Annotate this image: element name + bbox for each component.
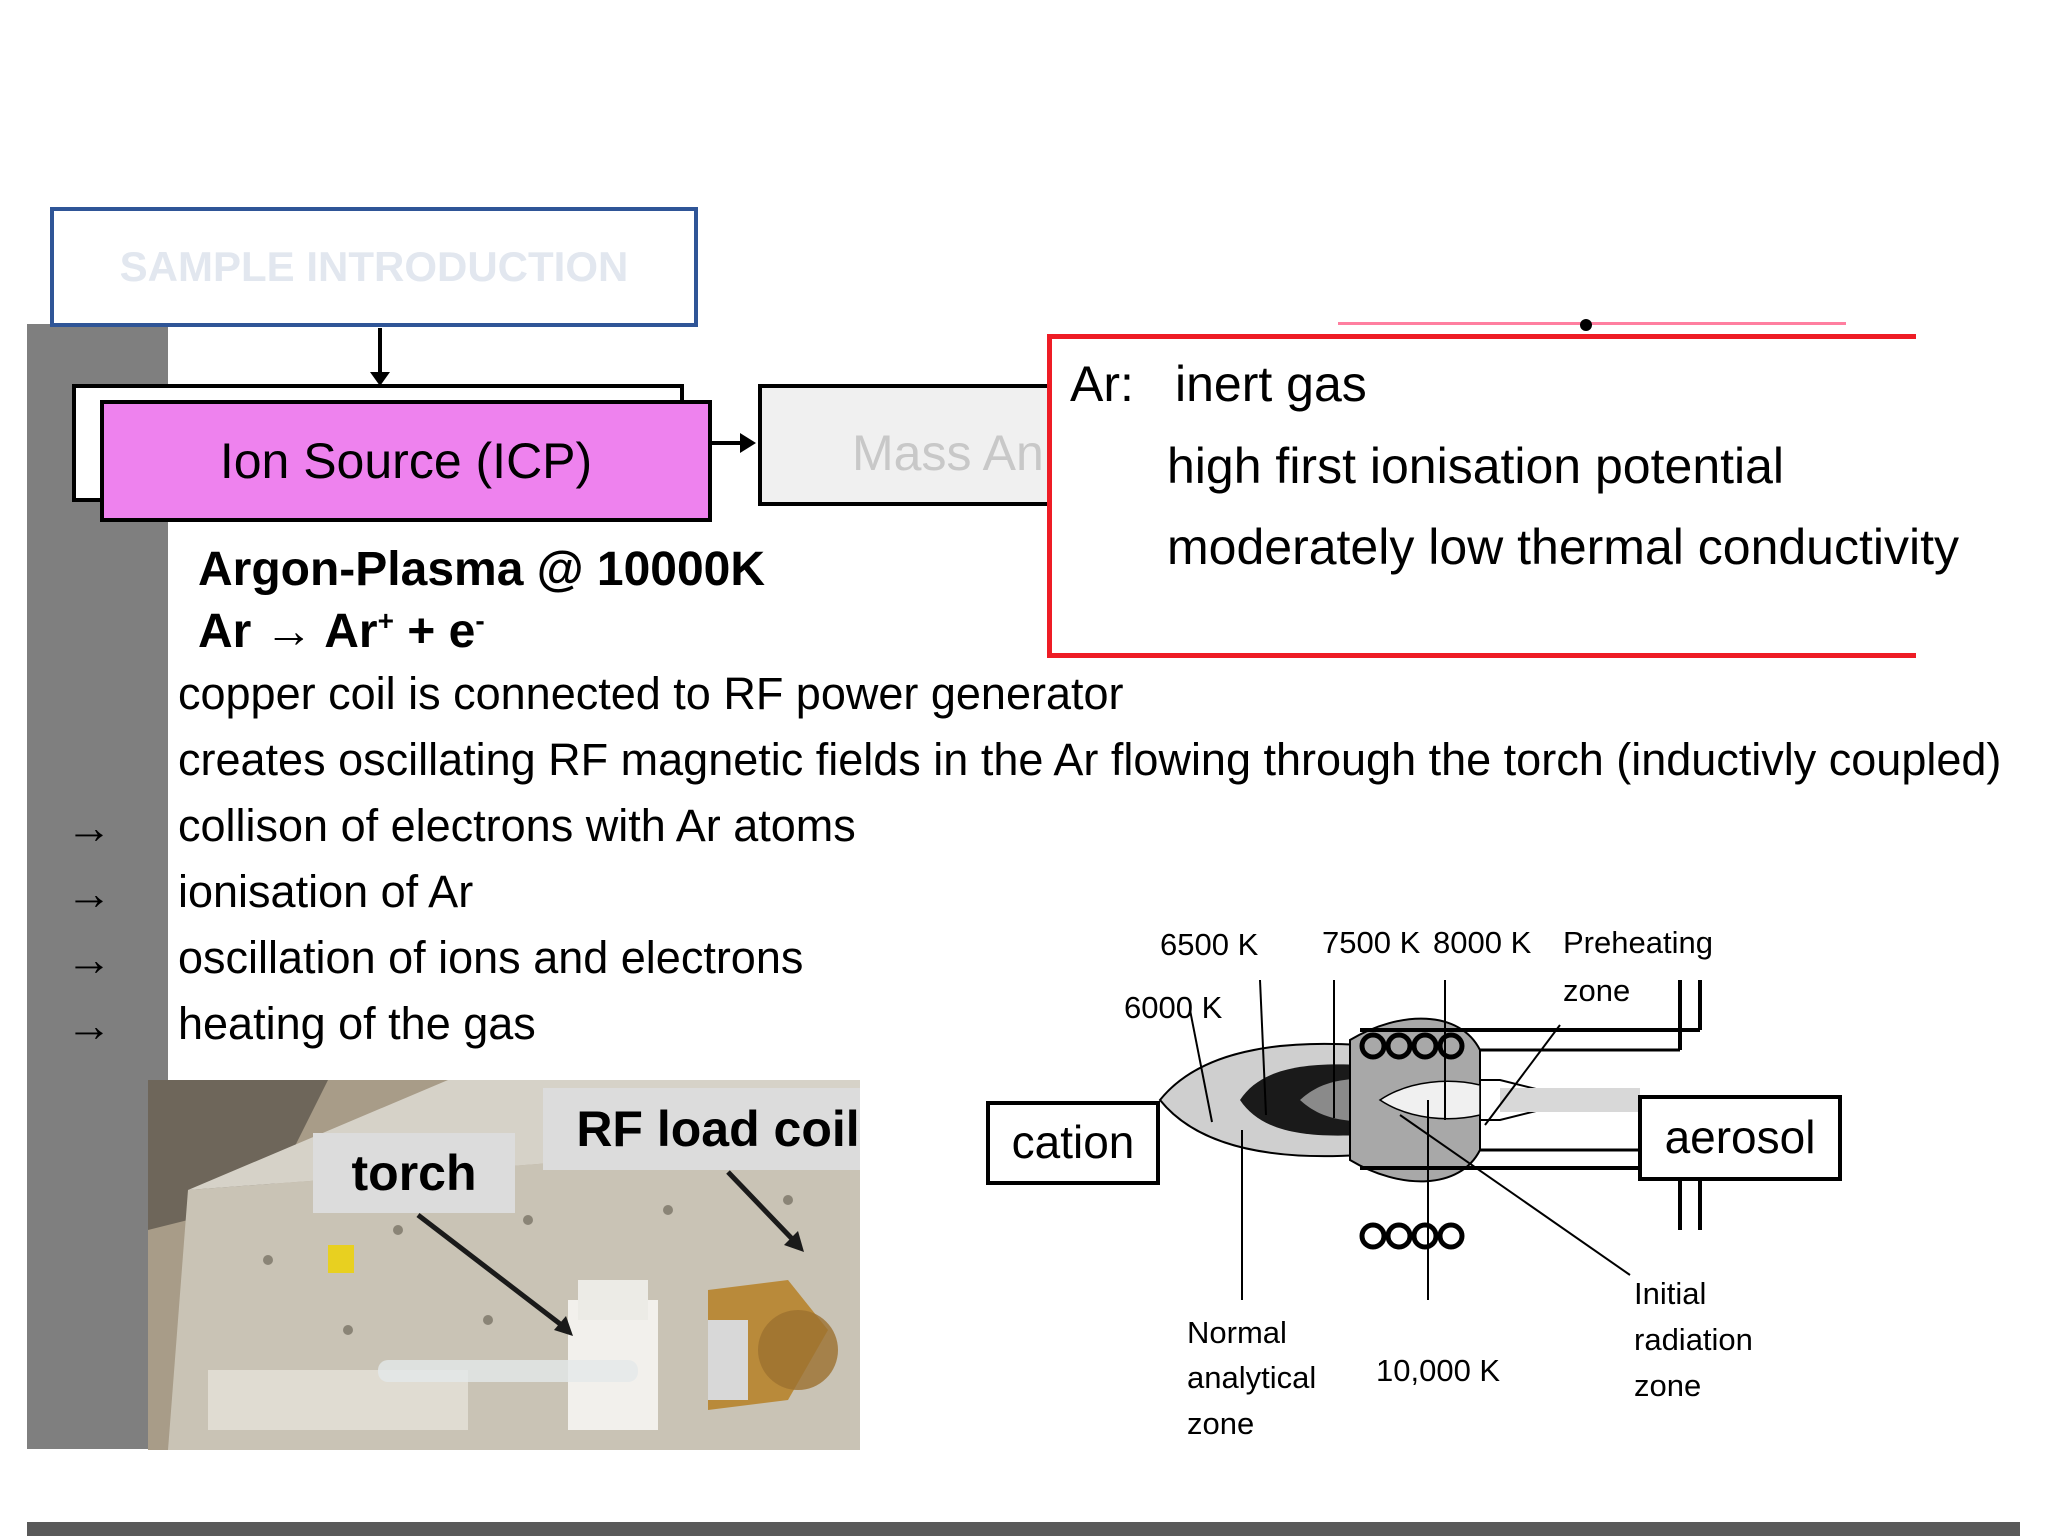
arrow-bullet-icon: → (66, 999, 112, 1051)
torch-label: torch (313, 1133, 515, 1213)
normal-analytical-label: analytical (1187, 1360, 1316, 1395)
initial-radiation-label: zone (1634, 1368, 1701, 1403)
equation-electron: + e (407, 605, 476, 658)
equation-ion: Ar (324, 605, 378, 658)
bottom-bar (27, 1522, 2020, 1536)
mass-analyzer-box: Mass An (758, 384, 1058, 506)
sample-introduction-label: SAMPLE INTRODUCTION (119, 243, 629, 290)
mass-analyzer-label: Mass An (852, 425, 1044, 481)
equation-ion-charge: + (377, 605, 394, 636)
equation-arrow: → (264, 605, 313, 658)
leader-lines (1189, 979, 1631, 1300)
arrow-down-icon (370, 372, 390, 386)
preheating-label: zone (1563, 973, 1630, 1008)
body-text-line: collison of electrons with Ar atoms (178, 800, 856, 851)
preheating-channel (1378, 1080, 1481, 1120)
argon-label: Ar: (1070, 356, 1134, 412)
body-text-line: ionisation of Ar (178, 866, 474, 917)
body-text-line: copper coil is connected to RF power gen… (178, 668, 1124, 719)
ion-source-box: Ion Source (ICP) (100, 400, 712, 522)
equation-electron-charge: - (475, 605, 485, 636)
arrow-bullet-icon: → (66, 801, 112, 853)
argon-property: inert gas (1175, 356, 1367, 412)
aerosol-box (1638, 1095, 1842, 1181)
body-text-line: heating of the gas (178, 998, 536, 1049)
cation-label: cation (1012, 1116, 1135, 1168)
icp-torch-diagram: cation aerosol 6500 K 7500 K 8000 K Preh… (986, 925, 1842, 1441)
temp-label-10000: 10,000 K (1376, 1353, 1500, 1388)
argon-property: high first ionisation potential (1167, 438, 1785, 494)
temp-label-8000: 8000 K (1433, 925, 1532, 960)
torch-photo: torch RF load coil (148, 1080, 860, 1450)
normal-analytical-label: zone (1187, 1406, 1254, 1441)
injector-fill (1500, 1088, 1640, 1112)
rf-load-coil-label: RF load coil (543, 1088, 860, 1170)
plasma-heading: Argon-Plasma @ 10000K (198, 543, 766, 596)
argon-properties-callout (1047, 334, 1916, 658)
initial-radiation-label: Initial (1634, 1276, 1706, 1311)
arrow-bullet-icon: → (66, 867, 112, 919)
argon-property: moderately low thermal conductivity (1167, 519, 1959, 575)
aerosol-label: aerosol (1665, 1111, 1816, 1163)
ionisation-equation: Ar → Ar+ + e- (198, 604, 485, 659)
initial-radiation-label: radiation (1634, 1322, 1753, 1357)
cation-box (986, 1101, 1160, 1185)
arrow-bullet-icon: → (66, 933, 112, 985)
outer-tube-line (1360, 980, 1702, 1230)
connector-line (378, 328, 382, 380)
temp-label-6500: 6500 K (1160, 927, 1259, 962)
photo-arrows (416, 1170, 804, 1336)
body-text-line: creates oscillating RF magnetic fields i… (178, 734, 2002, 785)
arrow-right-icon (740, 433, 756, 453)
connector-dot (1580, 319, 1592, 331)
temp-label-6000: 6000 K (1124, 990, 1223, 1025)
sample-introduction-box: SAMPLE INTRODUCTION (50, 207, 698, 327)
normal-analytical-label: Normal (1187, 1315, 1287, 1350)
body-text-line: oscillation of ions and electrons (178, 932, 804, 983)
ion-source-label: Ion Source (ICP) (219, 433, 593, 489)
equation-reactant: Ar (198, 605, 252, 658)
connector-line (1338, 322, 1846, 325)
preheating-label: Preheating (1563, 925, 1713, 960)
temp-label-7500: 7500 K (1322, 925, 1421, 960)
connector-line (712, 441, 744, 445)
rf-coil-icon (1359, 1032, 1465, 1250)
